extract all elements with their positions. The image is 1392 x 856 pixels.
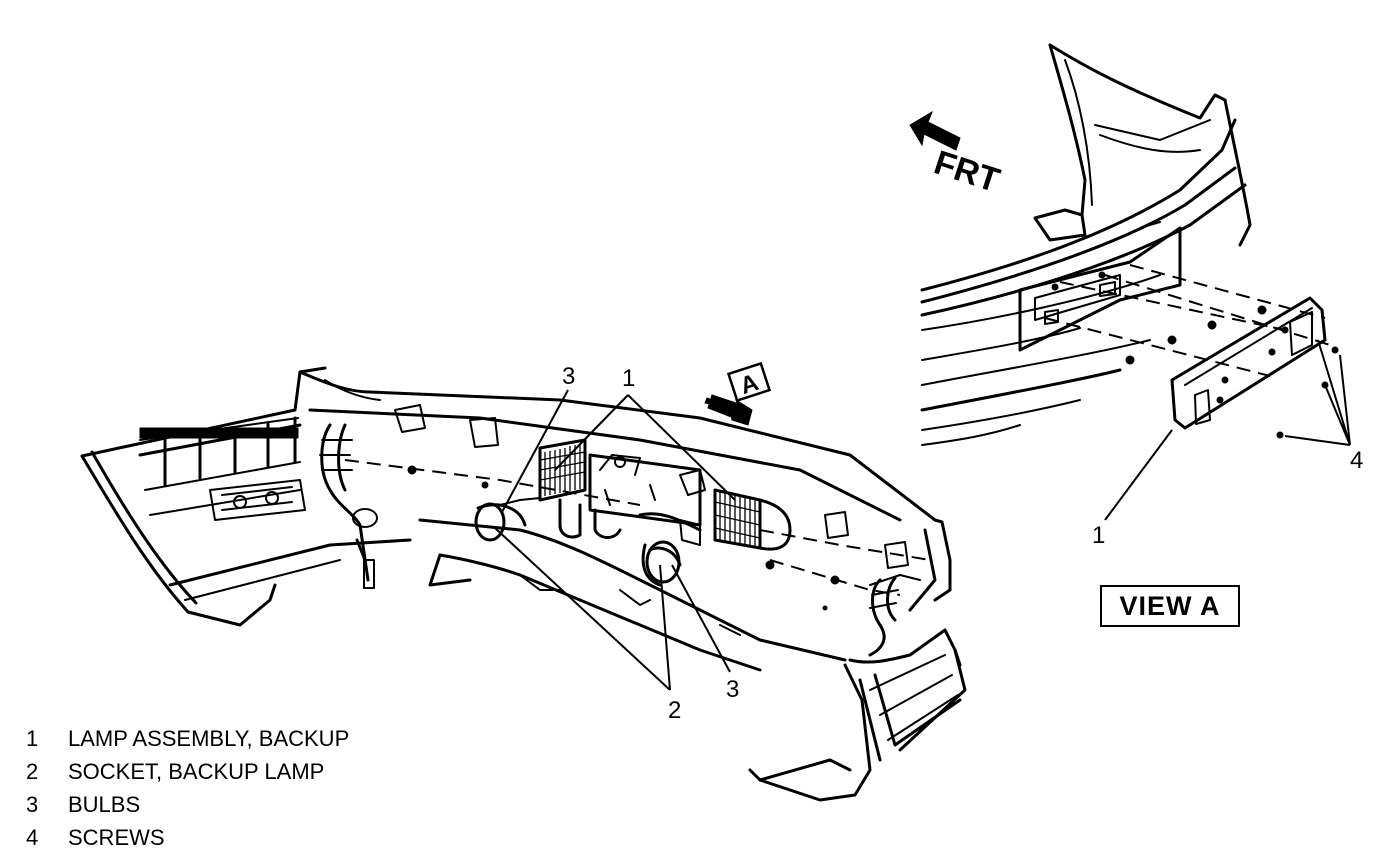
callout-3-lower: 3 — [726, 676, 739, 703]
view-a-marker — [704, 361, 772, 426]
callout-3-upper: 3 — [562, 363, 575, 390]
view-a-screws — [1125, 305, 1339, 439]
legend-number: 1 — [26, 726, 39, 751]
legend-number: 2 — [26, 759, 39, 784]
legend-number: 3 — [26, 792, 39, 817]
center-socket — [641, 540, 682, 587]
callout-4-view-a: 4 — [1350, 447, 1363, 474]
callout-1-view-a: 1 — [1092, 522, 1105, 549]
legend-item: 3 BULBS — [26, 788, 349, 821]
legend-text: SOCKET, BACKUP LAMP — [68, 759, 325, 784]
front-arrow-icon — [909, 110, 961, 151]
view-a-detail — [920, 43, 1351, 521]
callout-1-main: 1 — [622, 365, 635, 392]
legend-item: 2 SOCKET, BACKUP LAMP — [26, 755, 349, 788]
legend-number: 4 — [26, 825, 39, 850]
front-arrow-label: FRT — [930, 143, 1005, 200]
left-backup-lamp — [538, 438, 587, 502]
legend-text: LAMP ASSEMBLY, BACKUP — [68, 726, 350, 751]
legend-text: BULBS — [68, 792, 141, 817]
legend-item: 1 LAMP ASSEMBLY, BACKUP — [26, 722, 349, 755]
view-a-title: VIEW A — [1100, 585, 1240, 627]
rear-bumper-assembly — [80, 366, 967, 802]
legend-item: 4 SCREWS — [26, 821, 349, 854]
view-a-lamp-assembly — [1170, 296, 1327, 430]
callout-leaders — [494, 389, 736, 691]
parts-legend: 1 LAMP ASSEMBLY, BACKUP 2 SOCKET, BACKUP L… — [26, 722, 349, 854]
legend-text: SCREWS — [68, 825, 165, 850]
right-backup-lamp — [713, 488, 792, 551]
callout-2-main: 2 — [668, 697, 681, 724]
